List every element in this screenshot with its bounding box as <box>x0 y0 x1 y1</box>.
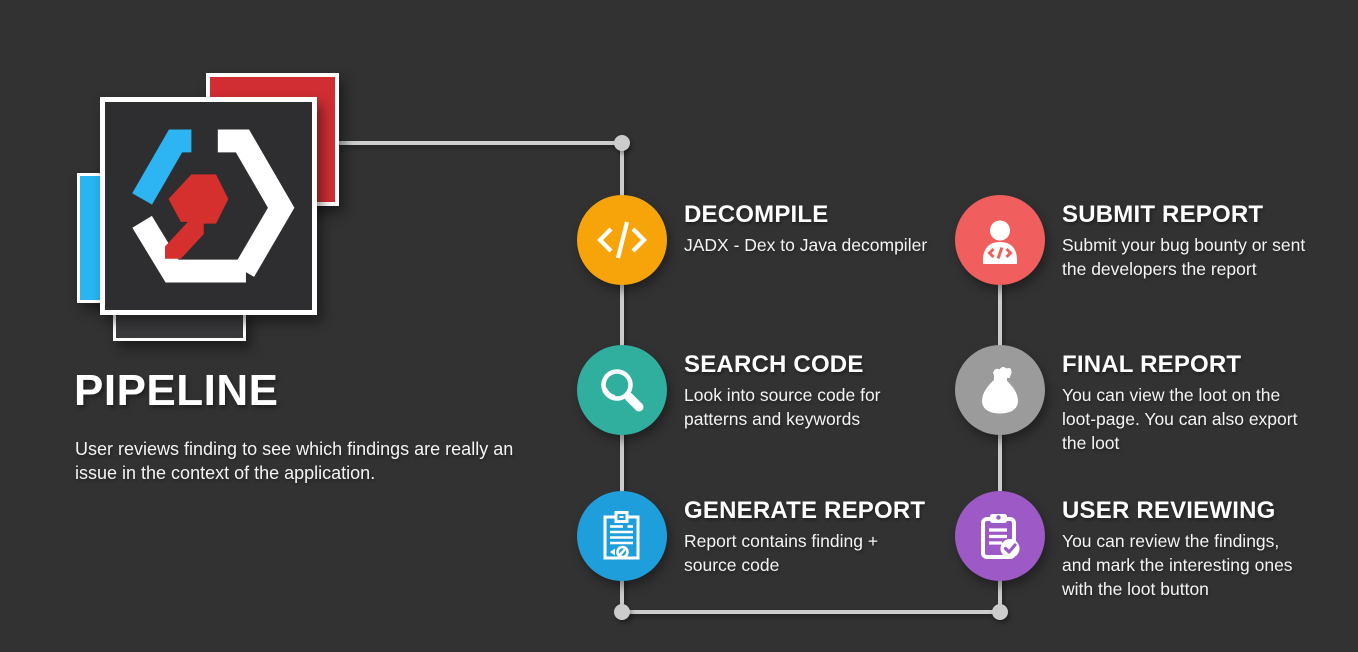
step-circle <box>955 195 1045 285</box>
magnifier-icon <box>601 369 644 412</box>
step-title: FINAL REPORT <box>1062 351 1242 378</box>
step-circle <box>577 491 667 581</box>
step-final-report: FINAL REPORT You can view the loot on th… <box>955 345 1347 455</box>
connector-node-top <box>614 135 630 151</box>
step-description: JADX - Dex to Java decompiler <box>684 235 928 255</box>
connector-node-bottom-right <box>992 604 1008 620</box>
step-decompile: DECOMPILE JADX - Dex to Java decompiler <box>577 195 969 285</box>
step-search-code: SEARCH CODE Look into source code for pa… <box>577 345 969 435</box>
step-generate-report: GENERATE REPORT Report contains finding … <box>577 491 969 581</box>
step-title: USER REVIEWING <box>1062 497 1276 524</box>
connector-bottom-horizontal <box>622 610 1000 614</box>
step-circle <box>955 345 1045 435</box>
clipboard-check-icon <box>981 514 1020 559</box>
hexagon-code-logo <box>131 129 294 283</box>
step-user-reviewing: USER REVIEWING You can review the findin… <box>955 491 1347 601</box>
page-subtitle: User reviews finding to see which findin… <box>75 439 514 483</box>
step-circle <box>577 345 667 435</box>
step-circle <box>955 491 1045 581</box>
page-title: PIPELINE <box>74 366 279 415</box>
connector-top-horizontal <box>338 141 622 145</box>
step-title: SEARCH CODE <box>684 351 864 378</box>
step-title: GENERATE REPORT <box>684 497 926 524</box>
person-code-icon <box>983 220 1017 264</box>
connector-node-bottom-left <box>614 604 630 620</box>
step-description: You can review the findings, and mark th… <box>1062 531 1293 599</box>
money-bag-icon <box>982 366 1018 414</box>
step-description: You can view the loot on the loot-page. … <box>1062 385 1298 453</box>
step-circle <box>577 195 667 285</box>
step-description: Submit your bug bounty or sent the devel… <box>1062 235 1306 279</box>
report-icon <box>603 511 640 560</box>
step-title: DECOMPILE <box>684 201 829 228</box>
step-title: SUBMIT REPORT <box>1062 201 1264 228</box>
step-description: Look into source code for patterns and k… <box>684 385 881 429</box>
code-icon <box>597 221 647 259</box>
step-description: Report contains finding + source code <box>684 531 879 575</box>
logo-main-square <box>100 97 317 315</box>
step-submit-report: SUBMIT REPORT Submit your bug bounty or … <box>955 195 1347 285</box>
